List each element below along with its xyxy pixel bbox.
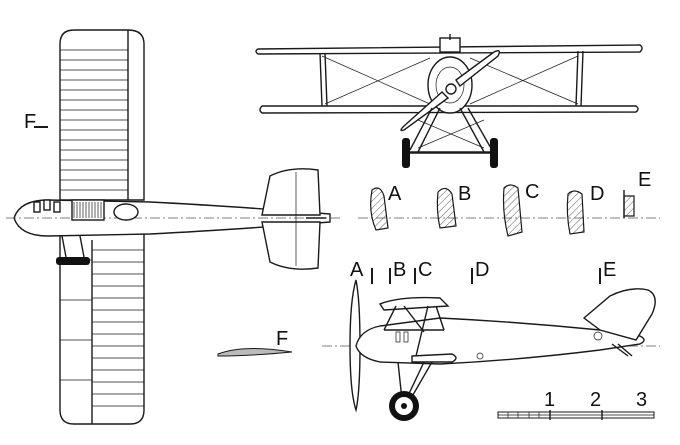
section-label-e: E — [638, 169, 651, 191]
airfoil-label: F — [276, 328, 288, 350]
side-tail-fin — [582, 288, 656, 341]
section-views — [358, 184, 660, 237]
section-a-shape — [370, 187, 389, 231]
scale-label-1: 1 — [544, 389, 555, 411]
side-lower-wing — [411, 353, 457, 363]
scale-label-3: 3 — [636, 389, 647, 411]
side-station-label-a: A — [350, 259, 364, 281]
section-d-shape — [566, 190, 585, 235]
side-upper-wing — [378, 296, 450, 311]
section-label-b: B — [458, 183, 471, 205]
front-propeller — [400, 91, 450, 132]
section-label-d: D — [590, 183, 604, 205]
section-e-shape — [623, 195, 635, 217]
side-view — [322, 268, 660, 421]
side-station-label-c: C — [418, 259, 432, 281]
section-label-a: A — [388, 183, 402, 205]
side-station-label-d: D — [475, 259, 489, 281]
section-b-shape — [436, 187, 457, 229]
side-propeller — [349, 279, 361, 413]
scale-bar — [497, 410, 655, 420]
section-label-c: C — [525, 181, 539, 203]
top-view-label: F — [24, 111, 36, 133]
top-tailplane — [261, 168, 321, 216]
airfoil-section — [217, 347, 293, 357]
top-lower-wing — [59, 231, 145, 425]
front-right-wheel — [490, 138, 498, 168]
section-c-shape — [502, 184, 523, 237]
side-station-label-e: E — [603, 259, 616, 281]
front-left-wheel — [402, 138, 410, 168]
top-upper-wing — [59, 29, 145, 201]
front-view — [255, 34, 643, 168]
side-station-label-b: B — [393, 259, 406, 281]
scale-label-2: 2 — [590, 389, 601, 411]
top-view — [6, 29, 340, 425]
